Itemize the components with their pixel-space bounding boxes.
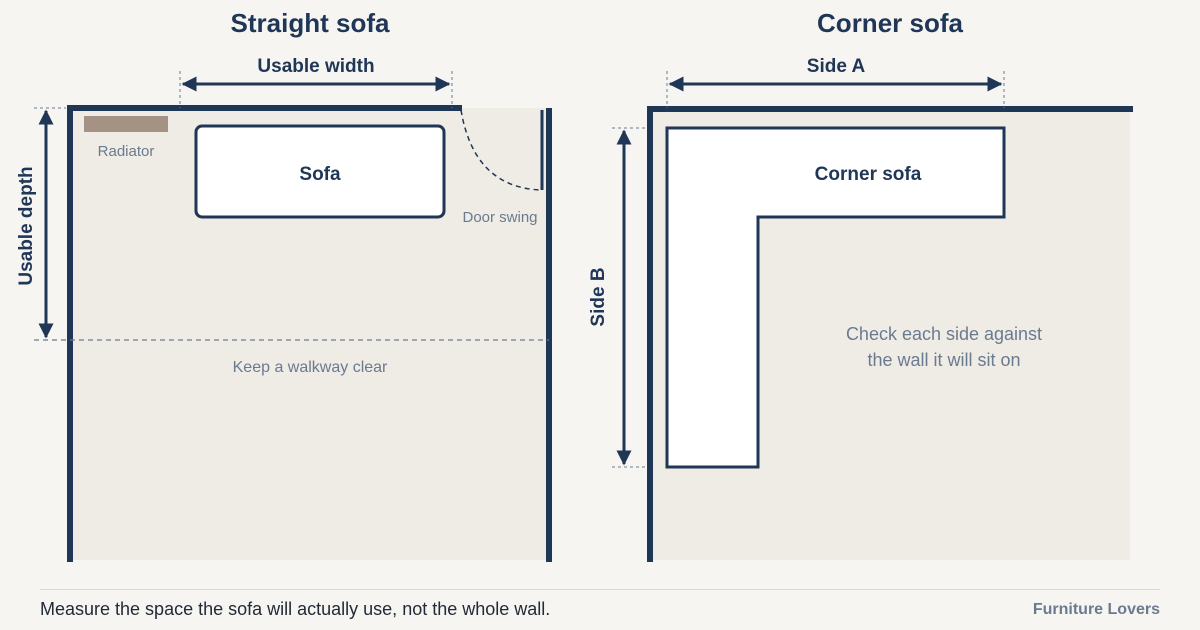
corner-sofa-panel: Corner sofa Side A Side B Corner sofa Ch…	[588, 8, 1133, 562]
straight-wall-left-top	[67, 105, 462, 562]
radiator	[84, 116, 168, 132]
corner-walls	[647, 106, 1133, 562]
usable-width-label: Usable width	[257, 56, 374, 77]
corner-sofa-label: Corner sofa	[815, 164, 922, 185]
corner-sofa-title: Corner sofa	[817, 8, 963, 38]
footer-divider	[40, 589, 1160, 590]
side-a-label: Side A	[807, 56, 866, 77]
walkway-label: Keep a walkway clear	[233, 359, 388, 376]
door-swing-label: Door swing	[462, 209, 537, 226]
door-swing-arc	[460, 109, 543, 191]
sofa-shape	[194, 124, 446, 219]
radiator-label: Radiator	[98, 143, 155, 160]
straight-sofa-panel: Straight sofa Usable width Usable depth …	[16, 8, 552, 562]
side-b-label: Side B	[588, 267, 609, 326]
straight-sofa-title: Straight sofa	[231, 8, 390, 38]
sofa-label: Sofa	[299, 164, 341, 185]
corner-sofa-shape	[665, 126, 1006, 469]
corner-note-line2: the wall it will sit on	[867, 350, 1020, 370]
corner-note-line1: Check each side against	[846, 324, 1042, 344]
footer-caption: Measure the space the sofa will actually…	[40, 599, 551, 619]
brand-name: Furniture Lovers	[1032, 601, 1160, 618]
usable-depth-label: Usable depth	[16, 166, 37, 285]
